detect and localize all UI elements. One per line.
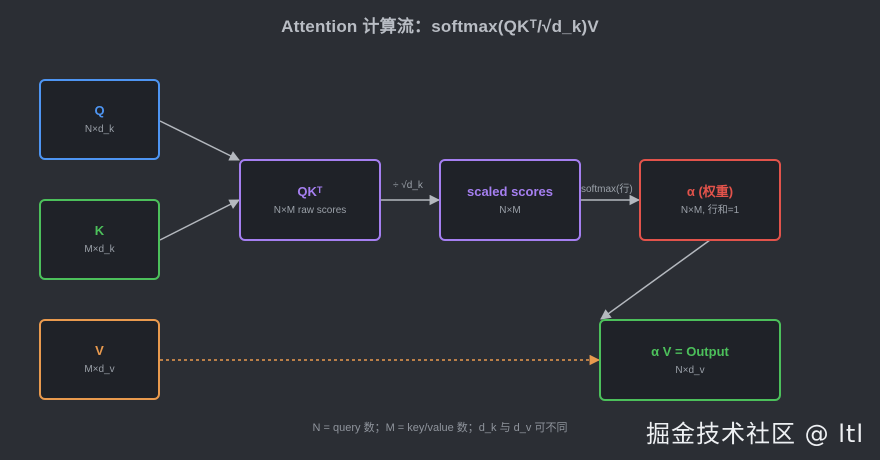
qk-node-label: QKᵀ	[297, 183, 323, 199]
diagram-title: Attention 计算流：softmax(QKᵀ/√d_k)V	[281, 17, 599, 36]
alpha-node: α (权重) N×M, 行和=1	[639, 159, 781, 241]
alpha-node-label: α (权重)	[686, 183, 734, 199]
v-node-label: V	[95, 343, 104, 358]
footnote: N = query 数；M = key/value 数；d_k 与 d_v 可不…	[312, 422, 568, 434]
edge-alpha-to-output	[600, 239, 711, 320]
qk-node: QKᵀ N×M raw scores	[239, 159, 381, 241]
output-node: α V = Output N×d_v	[599, 319, 781, 401]
k-node-label: K	[94, 223, 105, 238]
q-node-dims: N×d_k	[84, 124, 115, 135]
q-node-label: Q	[94, 103, 105, 118]
output-node-dims: N×d_v	[675, 364, 705, 376]
edge-q-to-qk	[159, 120, 240, 161]
scaled-scores-node: scaled scores N×M	[439, 159, 581, 241]
scale-edge-label: ÷ √d_k	[393, 180, 423, 191]
v-node-dims: M×d_v	[84, 364, 115, 375]
output-node-label: α V = Output	[651, 343, 729, 359]
k-node: K M×d_k	[39, 199, 160, 280]
scaled-scores-node-dims: N×M	[499, 204, 521, 216]
softmax-edge-label: softmax(行)	[581, 184, 633, 195]
alpha-node-dims: N×M, 行和=1	[680, 204, 740, 216]
scaled-scores-node-label: scaled scores	[466, 183, 553, 199]
watermark: 掘金技术社区 @ ltl	[645, 420, 864, 448]
edge-k-to-qk	[159, 199, 240, 241]
k-node-dims: M×d_k	[84, 244, 115, 255]
v-node: V M×d_v	[39, 319, 160, 400]
qk-node-dims: N×M raw scores	[273, 204, 347, 216]
q-node: Q N×d_k	[39, 79, 160, 160]
